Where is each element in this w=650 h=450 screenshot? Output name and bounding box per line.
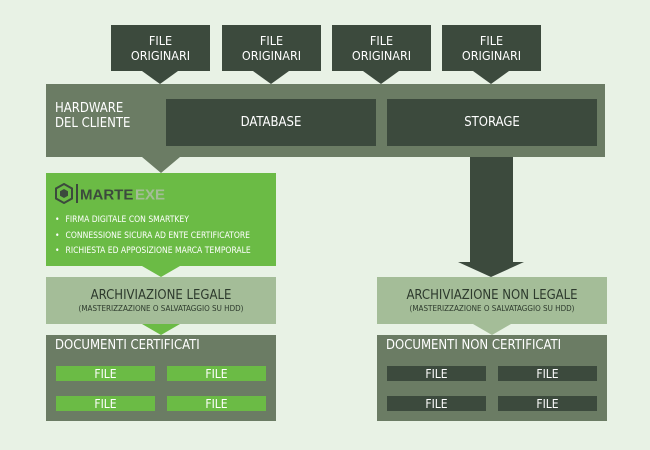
file-label: FILE [94,366,117,381]
marte-bullet-item: RICHIESTA ED APPOSIZIONE MARCA TEMPORALE [55,246,251,256]
certified-file: FILE [56,396,155,411]
legal-archive-box: ARCHIVIAZIONE LEGALE (MASTERIZZAZIONE O … [46,277,276,324]
client-hardware-label-line2: DEL CLIENTE [55,116,131,131]
arrow-icon [142,71,178,84]
file-label: FILE [425,396,448,411]
storage-box: STORAGE [387,99,597,146]
arrow-icon [142,266,180,277]
arrow-icon [142,157,180,173]
original-files-label-line1: FILE [148,33,173,48]
original-files-label-line1: FILE [479,33,504,48]
file-label: FILE [536,396,559,411]
original-files-label-line2: ORIGINARI [130,48,191,63]
non-legal-archive-title: ARCHIVIAZIONE NON LEGALE [406,287,578,303]
non-certified-file: FILE [387,366,486,381]
original-files-box-2: FILE ORIGINARI [222,25,321,71]
file-label: FILE [536,366,559,381]
arrow-icon [363,71,399,84]
certified-file: FILE [167,396,266,411]
original-files-label-line2: ORIGINARI [351,48,412,63]
file-label: FILE [205,396,228,411]
original-files-label-line2: ORIGINARI [461,48,522,63]
arrow-icon [142,324,180,335]
original-files-box-3: FILE ORIGINARI [332,25,431,71]
marte-bullet-item: CONNESSIONE SICURA AD ENTE CERTIFICATORE [55,231,250,241]
exe-logo-text: EXE [135,187,165,204]
marte-bullet-item: FIRMA DIGITALE CON SMARTKEY [55,215,189,225]
storage-label: STORAGE [464,115,520,130]
original-files-box-4: FILE ORIGINARI [442,25,541,71]
client-hardware-label-line1: HARDWARE [55,101,124,116]
file-label: FILE [205,366,228,381]
database-box: DATABASE [166,99,376,146]
non-certified-documents-title: DOCUMENTI NON CERTIFICATI [386,338,562,353]
marte-exe-logo-icon: MARTE EXE [55,182,165,205]
arrow-icon [473,71,509,84]
non-legal-archive-box: ARCHIVIAZIONE NON LEGALE (MASTERIZZAZION… [377,277,607,324]
file-label: FILE [425,366,448,381]
legal-archive-title: ARCHIVIAZIONE LEGALE [90,287,232,303]
storage-flow-connector [470,157,513,263]
legal-archive-subtitle: (MASTERIZZAZIONE O SALVATAGGIO SU HDD) [78,303,244,313]
certified-documents-title: DOCUMENTI CERTIFICATI [55,338,200,353]
original-files-label-line1: FILE [259,33,284,48]
original-files-label-line2: ORIGINARI [241,48,302,63]
marte-logo-text: MARTE [80,187,133,204]
client-hardware-label: HARDWARE DEL CLIENTE [55,101,130,131]
non-legal-archive-subtitle: (MASTERIZZAZIONE O SALVATAGGIO SU HDD) [409,303,575,313]
non-certified-file: FILE [387,396,486,411]
file-label: FILE [94,396,117,411]
certified-file: FILE [56,366,155,381]
non-certified-file: FILE [498,366,597,381]
database-label: DATABASE [240,115,302,130]
marte-exe-logo: MARTE EXE [55,182,185,205]
arrow-icon [253,71,289,84]
original-files-label-line1: FILE [369,33,394,48]
original-files-box-1: FILE ORIGINARI [111,25,210,71]
non-certified-file: FILE [498,396,597,411]
arrow-icon [473,324,511,335]
arrow-icon [458,262,524,277]
certified-file: FILE [167,366,266,381]
